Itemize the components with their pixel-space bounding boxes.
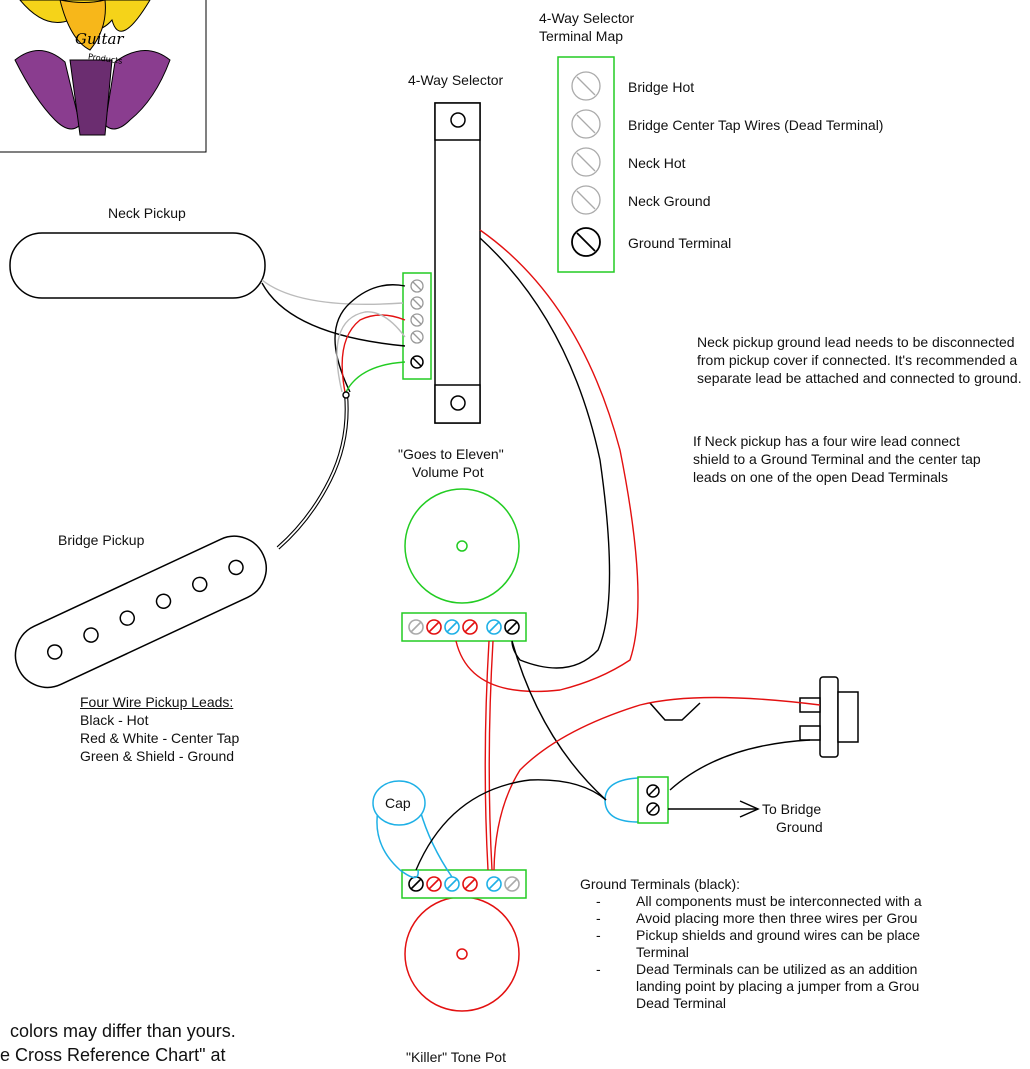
terminal-map	[557, 56, 615, 273]
bottom-note-line1: colors may differ than yours.	[10, 1021, 236, 1041]
neck-pickup	[9, 232, 266, 299]
terminal-map-label-4: Neck Ground	[628, 193, 711, 209]
pickup-leads-line: Red & White - Center Tap	[80, 730, 240, 746]
note-neck-ground: Neck pickup ground lead needs to be disc…	[697, 334, 1022, 386]
pickup-leads-legend: Four Wire Pickup Leads: Black - Hot Red …	[80, 693, 239, 765]
wires	[261, 229, 821, 871]
selector-title: 4-Way Selector	[408, 72, 504, 88]
ground-terminals-item: All components must be interconnected wi…	[580, 893, 1030, 910]
pickup-leads-line: Green & Shield - Ground	[80, 748, 235, 764]
ground-terminals-note: Ground Terminals (black): All components…	[580, 876, 1030, 1012]
terminal-map-title-line2: Terminal Map	[539, 28, 624, 44]
volume-pot	[401, 488, 527, 642]
bottom-note-line2: e Cross Reference Chart" at	[0, 1045, 226, 1065]
terminal-map-title-line1: 4-Way Selector	[539, 10, 635, 26]
to-bridge-ground-line1: To Bridge	[762, 801, 822, 817]
terminal-map-label-3: Neck Hot	[628, 155, 686, 171]
note-four-wire: If Neck pickup has a four wire lead conn…	[693, 433, 981, 485]
ground-terminals-item: Pickup shields and ground wires can be p…	[580, 927, 1030, 961]
volume-pot-label-line2: Volume Pot	[412, 464, 484, 480]
tone-pot	[401, 869, 527, 1012]
ground-terminals-title: Ground Terminals (black):	[580, 876, 741, 892]
terminal-map-label-1: Bridge Hot	[628, 79, 695, 95]
logo-text-guitar: Guitar	[75, 30, 124, 48]
ground-terminals-item: Avoid placing more then three wires per …	[580, 910, 1030, 927]
volume-pot-label-line1: "Goes to Eleven"	[398, 446, 504, 462]
terminal-map-label-2: Bridge Center Tap Wires (Dead Terminal)	[628, 117, 884, 133]
logo: Guitar Products	[0, 0, 207, 153]
tone-pot-label: "Killer" Tone Pot	[406, 1049, 506, 1065]
selector-terminal-strip	[402, 272, 432, 380]
bridge-pickup	[14, 535, 267, 689]
ground-junction	[604, 776, 760, 824]
output-jack	[649, 676, 859, 758]
bridge-pickup-label: Bridge Pickup	[58, 532, 145, 548]
ground-terminals-item: Dead Terminals can be utilized as an add…	[580, 961, 1030, 1012]
four-way-selector	[434, 102, 481, 424]
terminal-map-label-5: Ground Terminal	[628, 235, 732, 251]
neck-pickup-label: Neck Pickup	[108, 205, 186, 221]
pickup-leads-line: Black - Hot	[80, 712, 149, 728]
capacitor	[372, 780, 453, 879]
to-bridge-ground-line2: Ground	[776, 819, 823, 835]
cap-label: Cap	[385, 795, 411, 811]
pickup-leads-title: Four Wire Pickup Leads:	[80, 694, 234, 710]
